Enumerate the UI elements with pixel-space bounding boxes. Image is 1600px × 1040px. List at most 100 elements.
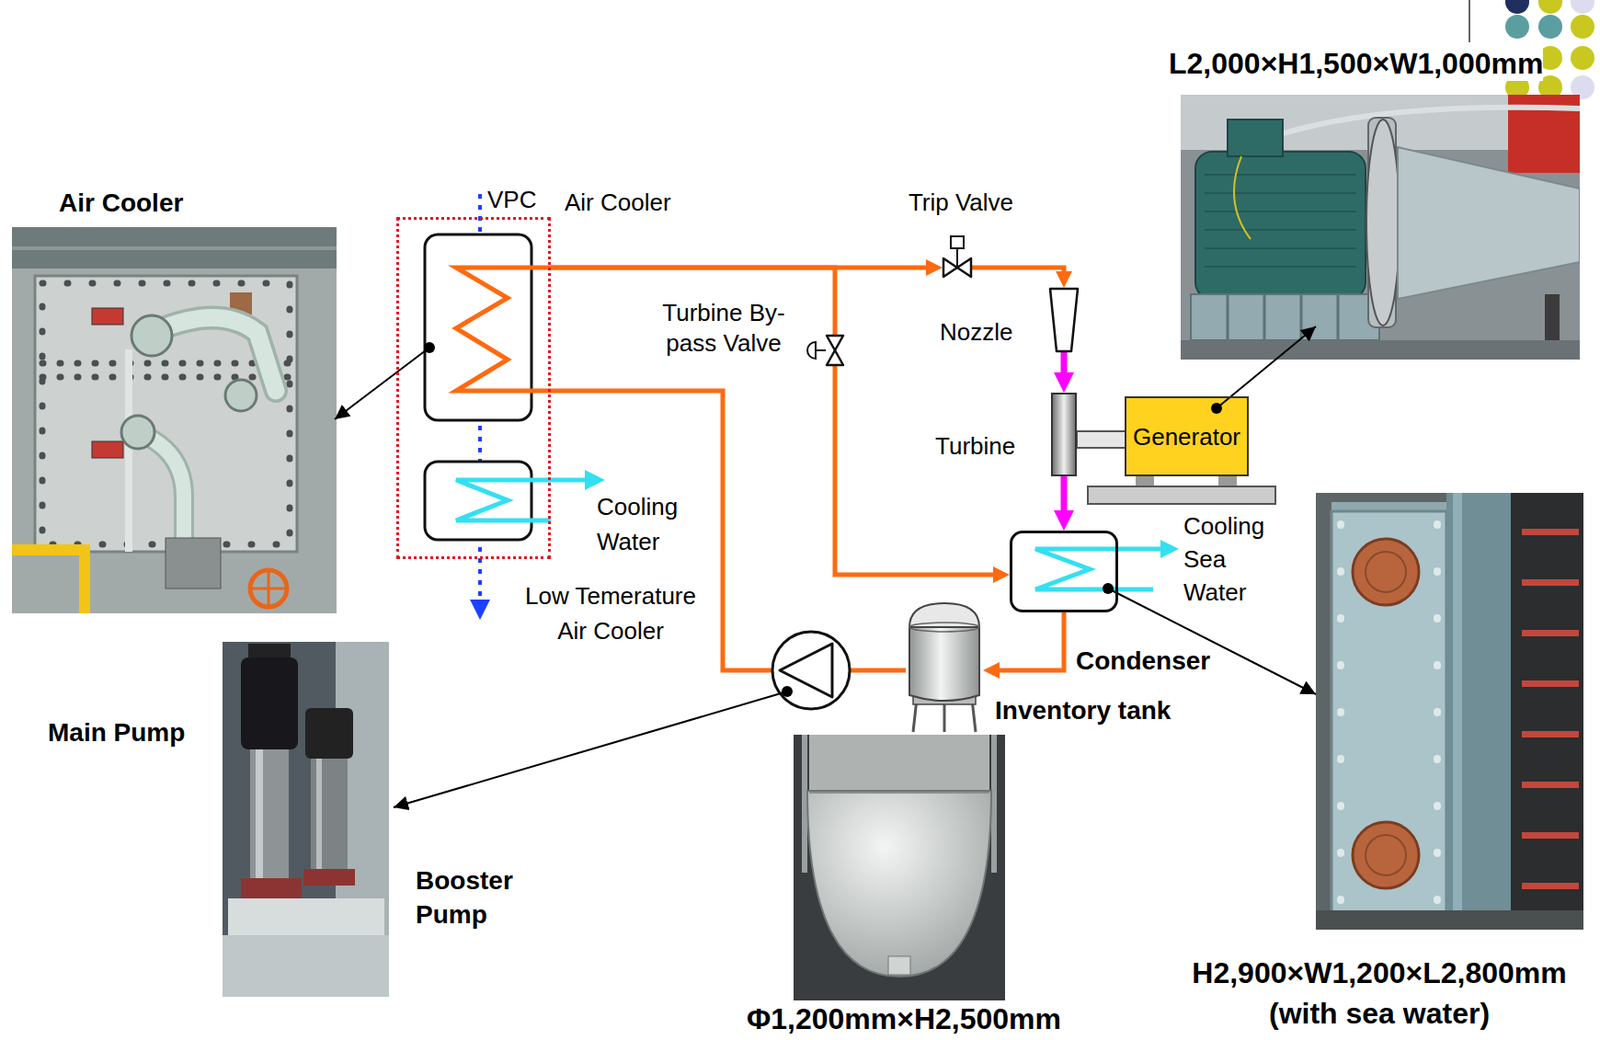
- air-cooler-photo: [91, 308, 124, 325]
- node-heading: Air Cooler: [564, 188, 672, 217]
- air-cooler-photo: [225, 379, 257, 412]
- valve-symbol: [826, 350, 844, 366]
- tank-photo: [807, 790, 992, 977]
- generator-box: Generator: [1124, 396, 1249, 477]
- condenser-photo: [1315, 492, 1584, 930]
- pump-symbol: [772, 631, 850, 709]
- air-cooler-photo: [131, 315, 172, 356]
- generator-photo: [1300, 294, 1303, 341]
- label-anchor: Cooling Water: [596, 489, 698, 560]
- pump-photo: [240, 657, 298, 750]
- generator-photo: [1204, 210, 1357, 213]
- generator-set: [1076, 431, 1127, 448]
- pipe-connector: [1061, 476, 1068, 524]
- condenser-photo: [1521, 579, 1579, 586]
- condenser-photo: [1452, 492, 1463, 930]
- bypass-valve: Turbine By- pass Valve: [825, 334, 845, 366]
- generator-set: [1124, 396, 1249, 477]
- generator-photo: [1190, 294, 1380, 341]
- pipe-connector: [989, 612, 1064, 671]
- cooling-coil: [456, 469, 606, 521]
- condenser-photo: [1521, 882, 1579, 890]
- tank-shape: [943, 702, 947, 732]
- tank-shape: [905, 599, 983, 733]
- condenser-photo: [1315, 910, 1584, 930]
- condenser-photo: [1365, 551, 1406, 593]
- pump-symbol: [779, 643, 833, 698]
- air-cooler-photo: [42, 374, 290, 381]
- text-anchor: Air Cooler: [564, 188, 672, 217]
- air-cooler-photo: [137, 432, 184, 552]
- leader-line: [334, 326, 1316, 808]
- pump-photo: [303, 868, 355, 886]
- valve-symbol: [825, 334, 845, 366]
- flow-label: Cooling Sea Water: [1183, 509, 1285, 609]
- air-cooler-group: Air Cooler: [396, 217, 551, 560]
- pump-photo: [222, 641, 389, 997]
- label-anchor: Φ1,200mm×H2,500mm: [720, 1002, 1088, 1036]
- corner-dots: [1468, 0, 1471, 43]
- generator-photo: [1204, 192, 1357, 195]
- label-anchor: VPC: [487, 185, 537, 214]
- valve-symbol: [957, 258, 972, 277]
- pump-photo: [310, 758, 348, 869]
- air-cooler-photo: [250, 570, 287, 607]
- dimension-label: H2,900×W1,200×L2,800mm (with sea water): [1167, 952, 1591, 1034]
- tank-photo: [991, 734, 997, 873]
- valve-actuator: [956, 248, 959, 268]
- condenser-photo: [1521, 528, 1579, 536]
- valve-symbol: [942, 252, 972, 283]
- tank-photo: [793, 734, 1006, 1001]
- air-cooler-photo: [11, 549, 85, 614]
- generator-photo: [1195, 151, 1366, 299]
- leader-line: [1211, 402, 1223, 414]
- condenser-photo: [1433, 524, 1441, 911]
- photo-label: Booster Pump: [415, 863, 536, 932]
- leader-line: [781, 685, 793, 698]
- photo-label: Air Cooler: [58, 187, 183, 219]
- pump-photo: [305, 708, 354, 759]
- pipe-connector: [1061, 352, 1068, 386]
- condenser-box: Condenser: [1009, 530, 1119, 613]
- generator-set: [1087, 486, 1276, 504]
- label-anchor: Booster Pump: [415, 863, 536, 932]
- node-heading: Inventory tank: [994, 696, 1171, 726]
- condenser-photo: [1521, 832, 1579, 839]
- corner-dots: [1570, 0, 1595, 14]
- generator-set: [1076, 396, 1276, 504]
- generator-photo: [1397, 147, 1580, 299]
- text-anchor: Generator: [1126, 398, 1247, 475]
- condenser-photo: [1352, 822, 1419, 889]
- nozzle: Nozzle: [1049, 287, 1079, 353]
- sea-water-coil: [1035, 539, 1179, 590]
- node-heading: Turbine: [935, 432, 1016, 460]
- air-cooler-photo: [11, 227, 337, 269]
- air-cooler-photo: [156, 317, 276, 391]
- condenser-photo: [1508, 492, 1584, 930]
- generator-photo: [1337, 294, 1340, 341]
- text-anchor: Turbine: [935, 432, 1016, 460]
- pump-photo: [222, 935, 389, 997]
- valve-actuator: [815, 349, 826, 352]
- leader-line: [334, 347, 430, 420]
- text-anchor: Turbine By- pass Valve: [654, 297, 793, 359]
- generator-photo: [1227, 119, 1283, 157]
- generator-photo: [1234, 156, 1251, 240]
- flow-label: VPC: [487, 185, 537, 214]
- condenser-photo: [1521, 781, 1579, 789]
- tank-photo: [888, 956, 911, 975]
- generator-photo: [1204, 173, 1357, 176]
- node-heading: Trip Valve: [896, 188, 1026, 217]
- generator-photo: [1366, 119, 1400, 326]
- tank-photo: [809, 734, 990, 794]
- pipe-connector: [834, 365, 1004, 575]
- corner-dots: [1505, 14, 1530, 39]
- node-heading: Turbine By- pass Valve: [654, 297, 793, 359]
- generator-photo: [1204, 265, 1357, 268]
- air-cooler-photo: [267, 570, 271, 607]
- heating-coil: [456, 267, 551, 391]
- air-cooler-photo: [11, 227, 337, 614]
